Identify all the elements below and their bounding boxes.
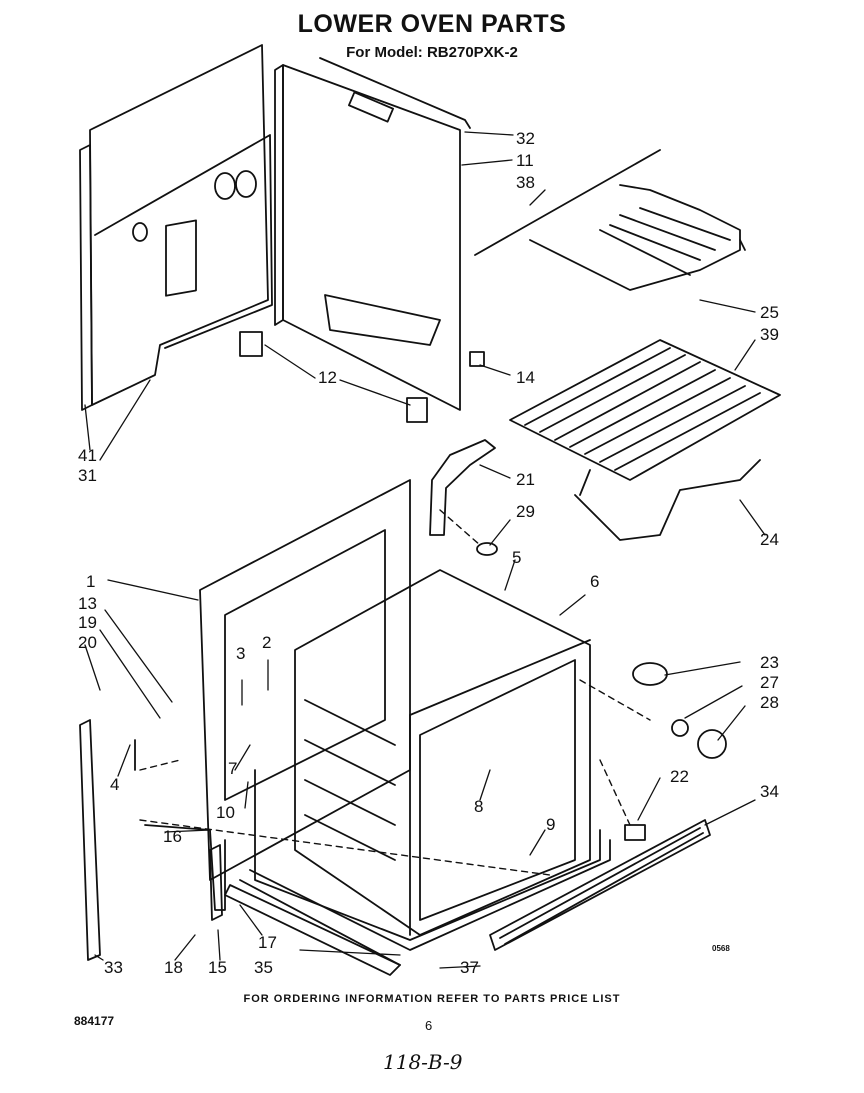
callout-25: 25 [760, 303, 779, 322]
model-subtitle: For Model: RB270PXK-2 [346, 44, 518, 61]
callout-3: 3 [236, 644, 245, 663]
callout-1: 1 [86, 572, 95, 591]
ordering-footer: FOR ORDERING INFORMATION REFER TO PARTS … [243, 993, 621, 1005]
lower-frame [254, 769, 601, 941]
latch-bracket [209, 844, 223, 921]
callout-16: 16 [163, 827, 182, 846]
callout-18: 18 [164, 958, 183, 977]
callout-22: 22 [670, 767, 689, 786]
callout-41: 41 [78, 446, 97, 465]
callout-6: 6 [590, 572, 599, 591]
callout-32: 32 [516, 129, 535, 148]
callout-37: 37 [460, 958, 479, 977]
broil-element [529, 184, 746, 291]
oven-rack [509, 339, 781, 481]
handwritten-note: 118-B-9 [383, 1050, 463, 1074]
callout-28: 28 [760, 693, 779, 712]
callout-27: 27 [760, 673, 779, 692]
page-title: LOWER OVEN PARTS [297, 10, 567, 38]
toe-kick [224, 884, 401, 976]
callout-7: 7 [228, 759, 237, 778]
vent-tube [429, 439, 496, 536]
document-number: 884177 [74, 1014, 115, 1028]
door-latch [134, 739, 226, 911]
callout-39: 39 [760, 325, 779, 344]
callout-14: 14 [516, 368, 535, 387]
callout-15: 15 [208, 958, 227, 977]
callout-24: 24 [760, 530, 779, 549]
callout-38: 38 [516, 173, 535, 192]
side-trim-strip [79, 719, 101, 961]
callout-11: 11 [516, 151, 534, 170]
light-socket [671, 719, 689, 737]
callout-31: 31 [78, 466, 97, 485]
light-lens [632, 662, 668, 686]
drawing-code: 0568 [712, 944, 730, 953]
callout-8: 8 [474, 797, 483, 816]
bottom-panel [239, 839, 611, 966]
callout-9: 9 [546, 815, 555, 834]
callout-20: 20 [78, 633, 97, 652]
callout-labels: 32 11 38 25 39 12 14 41 31 21 29 24 1 5 … [78, 129, 779, 977]
callout-35: 35 [254, 958, 273, 977]
callout-13: 13 [78, 594, 97, 613]
callout-33: 33 [104, 958, 123, 977]
rear-inner-panel [239, 57, 485, 423]
callout-29: 29 [516, 502, 535, 521]
callout-4: 4 [110, 775, 119, 794]
callout-2: 2 [262, 633, 271, 652]
callout-21: 21 [516, 470, 535, 489]
vent-grille [489, 819, 711, 951]
callout-17: 17 [258, 933, 277, 952]
callout-12: 12 [318, 368, 337, 387]
callout-19: 19 [78, 613, 97, 632]
callout-34: 34 [760, 782, 779, 801]
temperature-sensor [624, 824, 646, 841]
page-number: 6 [425, 1018, 433, 1033]
broil-support [574, 459, 761, 541]
grommet [476, 542, 498, 556]
callout-5: 5 [512, 548, 521, 567]
broil-element-rod [474, 149, 661, 256]
oven-liner [294, 569, 591, 936]
callout-23: 23 [760, 653, 779, 672]
light-bulb [697, 729, 727, 759]
rear-outer-panel [79, 44, 273, 411]
callout-10: 10 [216, 803, 235, 822]
